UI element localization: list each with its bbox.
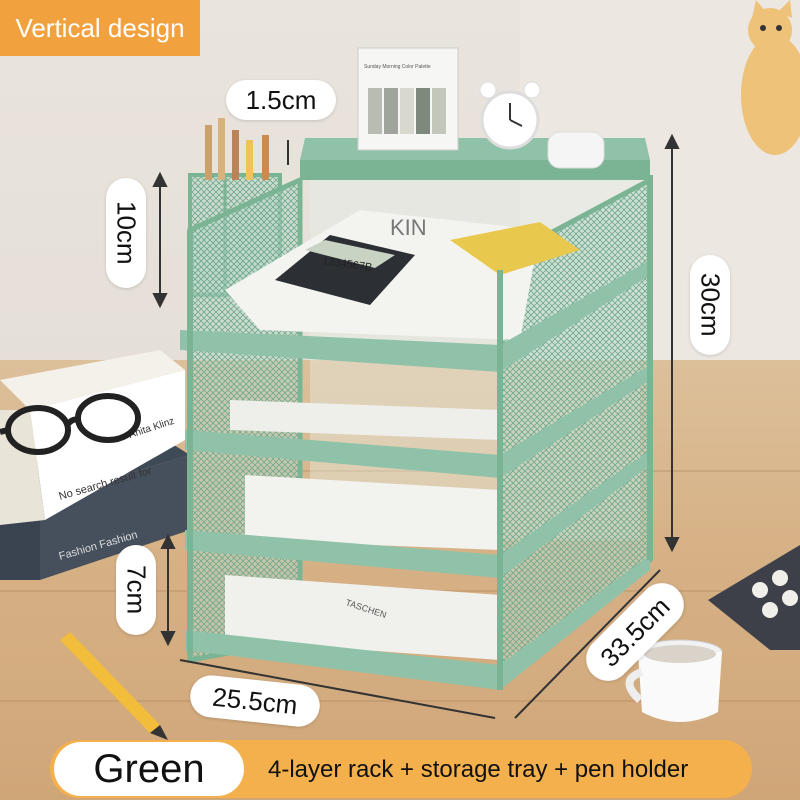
badge-label: Vertical design <box>15 12 185 43</box>
desk-calendar: Sunday Morning Color Palette <box>357 47 459 151</box>
bundle-description: 4-layer rack + storage tray + pen holder <box>268 756 689 783</box>
color-name: Green <box>93 746 205 791</box>
calculator: 1234567B <box>275 235 415 305</box>
pen <box>60 632 168 740</box>
dimension-label-total-height: 30cm <box>690 255 730 355</box>
vertical-design-badge: Vertical design <box>0 0 200 56</box>
glasses <box>0 393 141 455</box>
wood-grain <box>0 470 800 472</box>
color-option[interactable]: Green <box>54 742 244 796</box>
dimension-label-pen-gap: 1.5cm <box>226 80 336 120</box>
earbuds-case <box>547 131 605 169</box>
cat-sticker <box>741 0 800 155</box>
alarm-clock-icon <box>479 81 541 150</box>
dimension-arrows <box>152 133 680 719</box>
keyboard <box>708 545 800 650</box>
book-stack: No search result for Fashion Fashion Ani… <box>0 350 190 580</box>
calendar-title: Sunday Morning Color Palette <box>364 64 431 70</box>
dimension-label-layer-height: 7cm <box>116 545 156 635</box>
dimension-label-tray-height: 10cm <box>106 178 146 288</box>
file-rack: KIN 1234567B TASCHEN <box>180 118 653 690</box>
book-title-text: KIN <box>390 215 427 240</box>
